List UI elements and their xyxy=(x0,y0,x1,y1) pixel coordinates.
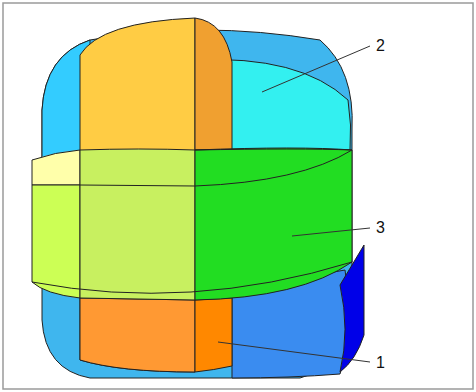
vertical-band-side xyxy=(195,18,232,150)
vertical-band-side-lower xyxy=(195,298,232,372)
horizontal-band-end xyxy=(32,150,80,185)
intersecting-cylinders xyxy=(32,18,364,378)
horizontal-band-left xyxy=(32,185,80,298)
callout-number: 2 xyxy=(376,38,385,54)
leader-line xyxy=(262,46,370,92)
frame xyxy=(3,3,473,389)
vertical-band-lower xyxy=(80,298,195,372)
horizontal-band-middle xyxy=(80,149,195,300)
leader-line xyxy=(218,342,370,362)
band-bottom-edge xyxy=(32,262,352,293)
horizontal-band-right xyxy=(195,148,352,300)
band-top-edge xyxy=(195,149,352,186)
callout-number: 1 xyxy=(376,355,385,371)
vertical-band xyxy=(80,18,195,372)
leader-line xyxy=(292,228,370,236)
band-edge xyxy=(80,185,195,186)
callout-number: 3 xyxy=(376,220,385,236)
leader-lines xyxy=(218,46,370,362)
